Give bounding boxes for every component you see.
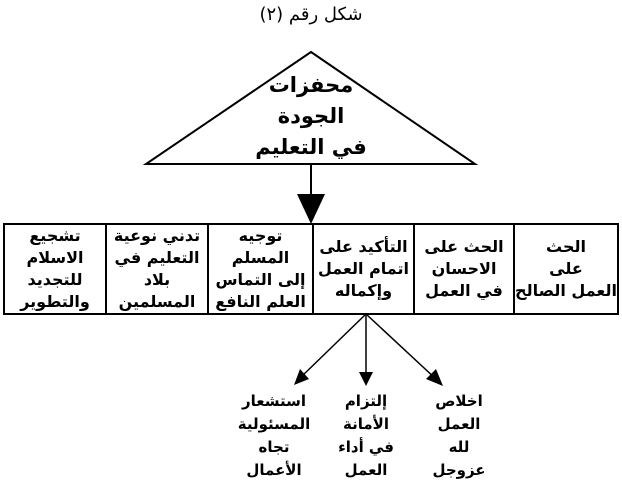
box-excellence-at-work: الحث على الاحسان في العمل — [414, 224, 514, 314]
branch-arrow-head — [294, 369, 309, 385]
apex-line: في التعليم — [255, 135, 367, 159]
sub-line: العمل — [344, 461, 388, 479]
branch-arrow — [365, 313, 438, 381]
box-line: في العمل — [425, 281, 503, 300]
sub-line: استشعار — [241, 392, 306, 410]
box-innovation: تشجيع الاسلام للتجديد والتطوير — [4, 224, 106, 314]
box-line: العلم النافع — [215, 292, 306, 311]
box-line: توجيه المسلم — [231, 226, 290, 267]
box-line: إلى التماس — [215, 270, 306, 289]
sub-line: في أداء — [338, 438, 394, 456]
sub-line: عزوجل — [432, 461, 486, 479]
box-righteous-work: الحث على العمل الصالح — [514, 224, 618, 314]
box-line: على — [549, 259, 583, 278]
box-line: للتجديد — [27, 270, 83, 289]
sub-line: إلتزام — [344, 392, 388, 410]
sub-line: تجاه — [258, 438, 290, 456]
box-line: التعليم في — [114, 248, 200, 267]
branch-arrow — [299, 313, 367, 379]
boxes-frame — [3, 223, 619, 315]
box-line: اتمام العمل — [317, 259, 410, 278]
branch-arrow-head — [359, 372, 373, 386]
sub-line: لله — [448, 438, 470, 456]
sub-line: العمل — [437, 415, 481, 433]
sub-responsibility: استشعار المسئولية تجاه الأعمال — [226, 390, 322, 482]
apex-line: محفزات — [268, 73, 354, 97]
apex-line: الجودة — [277, 104, 345, 128]
box-line: الاحسان — [431, 259, 497, 278]
box-line: تشجيع الاسلام — [26, 226, 84, 267]
sub-line: المسئولية — [237, 415, 311, 433]
box-line: التأكيد على — [319, 237, 408, 256]
down-arrow-head — [297, 194, 325, 224]
box-completing-work: التأكيد على اتمام العمل وإكماله — [313, 224, 414, 314]
sub-trust: إلتزام الأمانة في أداء العمل — [323, 390, 409, 482]
sub-line: الأمانة — [343, 415, 389, 433]
sub-sincerity: اخلاص العمل لله عزوجل — [411, 390, 507, 482]
box-line: الحث على — [424, 237, 504, 256]
apex-label: محفزات الجودة في التعليم — [236, 70, 386, 163]
box-useful-knowledge: توجيه المسلم إلى التماس العلم النافع — [208, 224, 313, 314]
box-line: بلاد المسلمين — [118, 270, 196, 311]
figure-caption: شكل رقم (٢) — [259, 4, 363, 25]
sub-line: الأعمال — [246, 461, 302, 479]
box-line: العمل الصالح — [515, 281, 617, 300]
box-line: والتطوير — [20, 292, 90, 311]
box-line: الحث — [546, 237, 586, 256]
branch-arrow-head — [426, 369, 443, 386]
box-line: تدني نوعية — [113, 226, 201, 245]
box-low-education-quality: تدني نوعية التعليم في بلاد المسلمين — [106, 224, 208, 314]
sub-line: اخلاص — [435, 392, 483, 410]
box-line: وإكماله — [334, 281, 393, 300]
